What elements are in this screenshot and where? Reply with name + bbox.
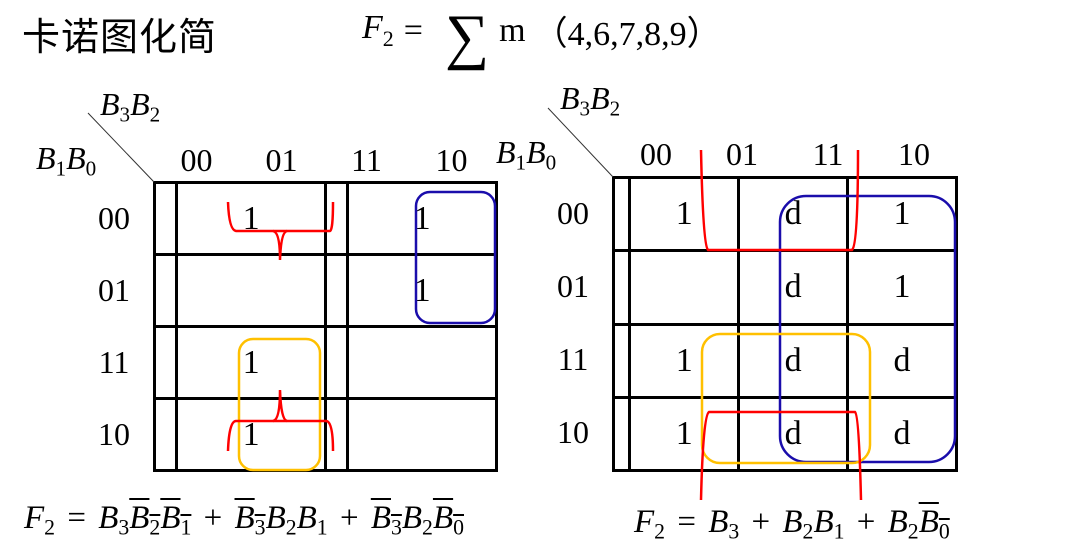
kmap-cell [323,397,350,472]
row-header: 11 [557,341,589,377]
col-header: 00 [640,136,672,172]
kmap-cell: d [846,322,958,399]
kmap-cell: d [737,175,850,253]
term-3: B2B0 [887,504,950,544]
minterm-equation: F2 = ∑ m （4,6,7,8,9） [362,2,721,71]
kmap-cell: 1 [346,253,498,328]
kmap-cell: d [737,249,850,326]
left-karnaugh-map: 1 1 1 1 1 [152,181,498,472]
kmap-cell: 1 [175,181,327,256]
kmap-cell [611,249,632,326]
kmap-cell [323,181,350,256]
kmap-cell: 1 [628,395,741,473]
eq-minterms: （4,6,7,8,9） [533,16,721,53]
col-header: 11 [812,136,844,172]
kmap-cell [152,181,179,256]
left-row-variable-label: B1B0 [36,140,97,181]
row-header: 10 [98,416,130,452]
eq-m: m [499,11,526,49]
col-header: 00 [180,142,213,178]
kmap-cell: 1 [628,175,741,253]
term-1: B3 [708,504,740,544]
kmap-cell: d [737,322,850,399]
kmap-cell [611,322,632,399]
kmap-cell: 1 [175,397,327,472]
kmap-cell [323,325,350,400]
row-header: 10 [557,414,589,450]
kmap-cell: 1 [846,249,958,326]
term-3: B3B2B0 [370,500,464,540]
row-header: 01 [98,272,130,308]
kmap-cell: d [846,395,958,473]
sigma-symbol: ∑ [444,2,490,71]
row-header: 00 [557,195,589,231]
kmap-cell [611,175,632,253]
kmap-cell [628,249,741,326]
left-col-variable-label: B3B2 [100,86,161,127]
kmap-cell: 1 [346,181,498,256]
col-header: 01 [726,136,758,172]
row-header: 00 [98,200,130,236]
right-result-formula: F2 = B3 + B2B1 + B2B0 [634,504,950,544]
kmap-cell [152,397,179,472]
col-header: 10 [898,136,930,172]
kmap-cell [346,397,498,472]
col-header: 01 [265,142,298,178]
term-1: B3B2B1 [98,500,192,540]
left-result-formula: F2 = B3B2B1 + B3B2B1 + B3B2B0 [24,500,464,540]
kmap-cell: 1 [628,322,741,399]
row-header: 01 [557,268,589,304]
right-row-headers: 00 01 11 10 [543,177,603,469]
eq-equals: = [403,11,423,49]
right-col-variable-label: B3B2 [560,80,621,121]
right-row-variable-label: B1B0 [496,134,557,175]
left-row-headers: 00 01 11 10 [84,182,144,470]
term-2: B2B1 [782,504,845,544]
kmap-cell: 1 [175,325,327,400]
right-karnaugh-map: 1 d 1 d 1 1 d d 1 d d [611,175,958,473]
row-header: 11 [98,344,130,380]
page-title: 卡诺图化简 [22,15,218,59]
kmap-cell [152,325,179,400]
kmap-cell [346,325,498,400]
kmap-cell: d [737,395,850,473]
right-col-headers: 00 01 11 10 [613,136,957,173]
col-header: 11 [351,142,382,178]
kmap-cell [323,253,350,328]
kmap-cell [152,253,179,328]
kmap-cell: 1 [846,175,958,253]
left-col-headers: 00 01 11 10 [154,142,496,179]
kmap-cell [611,395,632,473]
eq-lhs: F2 [362,9,394,51]
term-2: B3B2B1 [234,500,328,540]
kmap-cell [175,253,327,328]
col-header: 10 [435,142,468,178]
